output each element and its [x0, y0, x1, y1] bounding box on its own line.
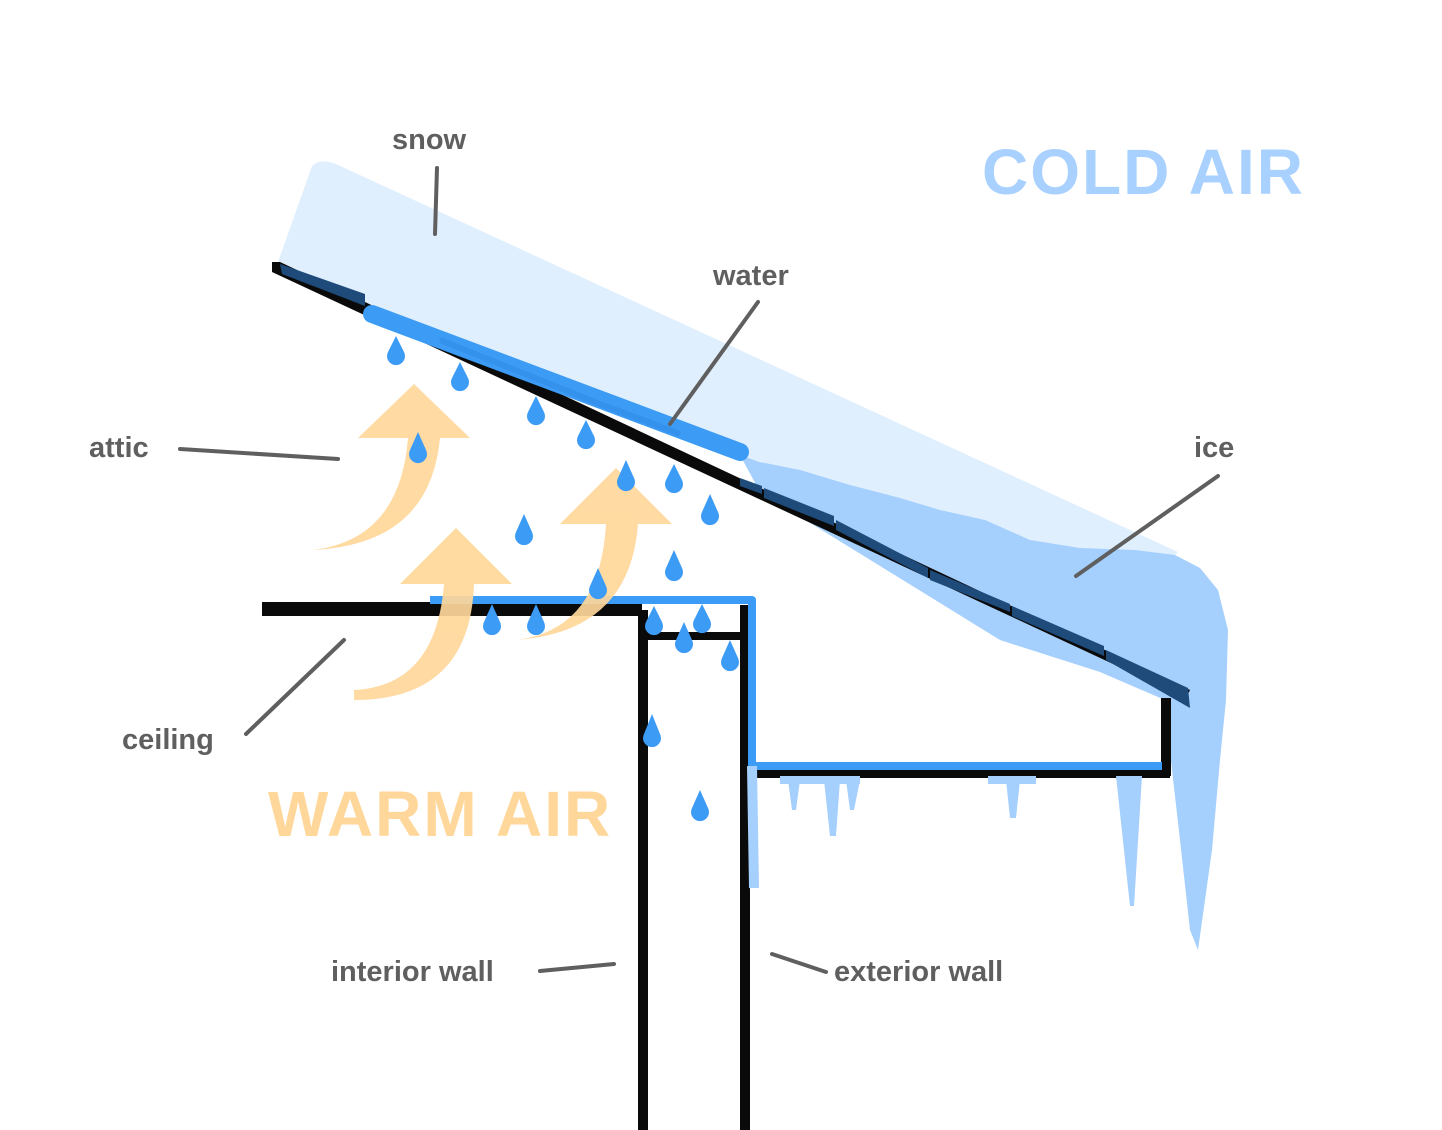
ice-leader-line — [1074, 474, 1220, 578]
snow-layer — [278, 161, 1178, 560]
droplet — [589, 568, 607, 600]
droplet — [690, 790, 710, 822]
droplet — [617, 460, 635, 492]
droplet — [675, 622, 693, 654]
fascia — [1161, 698, 1171, 776]
droplet — [515, 514, 533, 546]
droplet — [643, 714, 662, 748]
droplet — [577, 420, 595, 450]
exterior-wall-leader-line — [770, 952, 828, 974]
droplet — [701, 494, 719, 526]
ceiling-label: ceiling — [122, 724, 214, 756]
droplet — [527, 604, 545, 636]
warm-air-arrow-3 — [354, 528, 512, 700]
attic-leader-line — [178, 447, 340, 461]
soffit — [750, 768, 1170, 778]
interior-wall-label: interior wall — [331, 956, 494, 988]
droplet — [721, 640, 739, 672]
snow-leader-line — [433, 166, 439, 236]
warm-air-arrows — [312, 384, 672, 700]
droplet — [527, 396, 545, 426]
droplet — [665, 464, 683, 494]
droplet — [693, 604, 711, 634]
interior-wall-left — [638, 610, 648, 1130]
roof-shingles — [280, 264, 1190, 708]
interior-wall-leader-line — [538, 962, 616, 973]
snow-label: snow — [392, 124, 467, 156]
ice-label: ice — [1194, 432, 1235, 464]
droplet — [387, 336, 405, 366]
exterior-wall-line — [740, 605, 750, 1130]
droplet — [451, 362, 469, 392]
warm-air-arrow-1 — [312, 384, 470, 550]
droplet — [645, 606, 663, 636]
warm-air-arrow-2 — [516, 468, 672, 640]
exterior-wall-label: exterior wall — [834, 956, 1004, 988]
droplet — [409, 432, 428, 464]
interior-wall-top — [645, 632, 745, 640]
water-label: water — [713, 260, 789, 292]
ice-mass — [740, 455, 1228, 950]
warm-air-label: WARM AIR — [268, 778, 613, 850]
water-leader-line — [668, 300, 760, 426]
droplet — [665, 550, 683, 582]
cold-air-label: COLD AIR — [982, 136, 1305, 208]
small-icicles — [780, 776, 1142, 906]
attic-label: attic — [89, 432, 149, 464]
water-droplets — [387, 336, 739, 822]
leader-lines — [178, 166, 1220, 974]
droplet — [483, 604, 502, 636]
water-layer — [363, 305, 749, 461]
ceiling-leader-line — [244, 638, 346, 736]
